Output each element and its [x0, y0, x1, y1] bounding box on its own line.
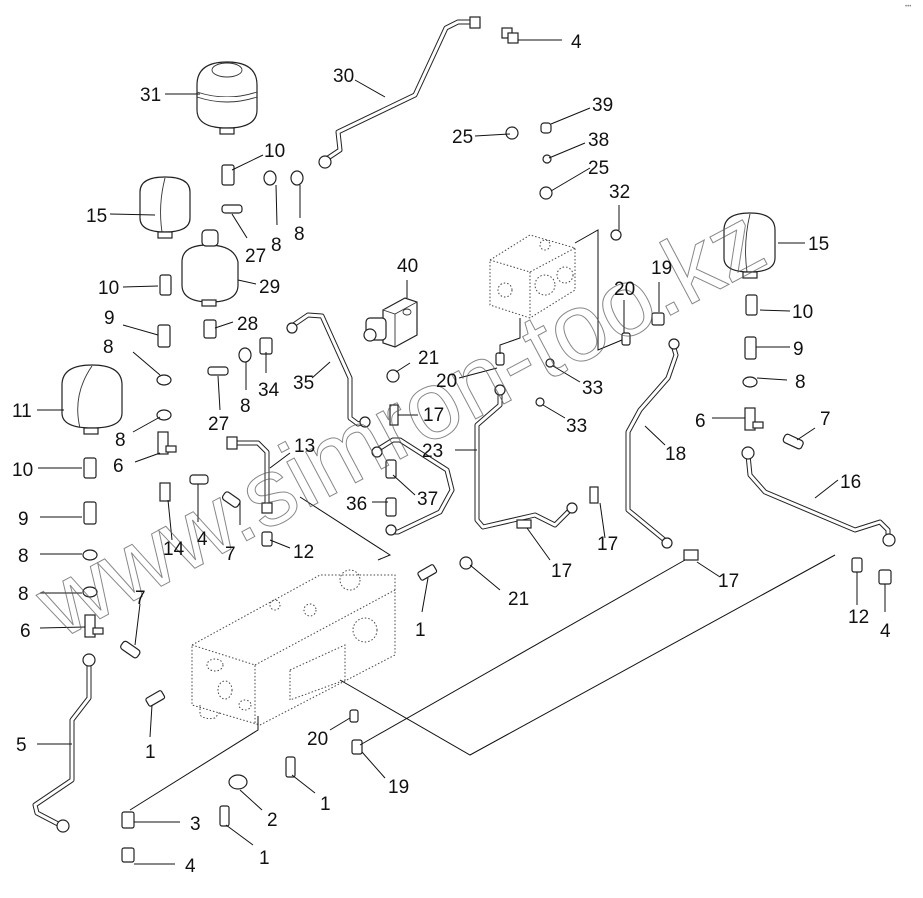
callout-11[interactable]: 11	[12, 401, 32, 422]
callout-1[interactable]: 1	[259, 848, 270, 869]
callout-17[interactable]: 17	[597, 534, 618, 555]
callout-6[interactable]: 6	[20, 621, 31, 642]
callout-37[interactable]: 37	[417, 489, 438, 510]
callout-21[interactable]: 21	[508, 589, 529, 610]
callout-8[interactable]: 8	[240, 396, 251, 417]
callout-7[interactable]: 7	[135, 588, 146, 609]
callout-2[interactable]: 2	[267, 810, 278, 831]
tube-30	[318, 16, 481, 169]
callout-7[interactable]: 7	[225, 544, 236, 565]
callout-19[interactable]: 19	[388, 777, 409, 798]
callout-25[interactable]: 25	[452, 127, 473, 148]
callout-10[interactable]: 10	[264, 141, 285, 162]
callout-12[interactable]: 12	[848, 607, 869, 628]
callout-23[interactable]: 23	[422, 441, 443, 462]
callout-31[interactable]: 31	[140, 85, 161, 106]
tube-13	[226, 436, 273, 514]
callout-28[interactable]: 28	[237, 314, 258, 335]
main-valve-block	[191, 569, 396, 726]
callout-9[interactable]: 9	[793, 339, 804, 360]
callout-labels: 31 30 4 39 25 38 25 32 10 15 27 8 8 15 4…	[12, 32, 891, 877]
callout-16[interactable]: 16	[840, 472, 861, 493]
accumulator-31	[196, 61, 258, 135]
callout-8[interactable]: 8	[294, 224, 305, 245]
solenoid-valve-40	[363, 297, 418, 348]
callout-8[interactable]: 8	[795, 372, 806, 393]
callout-14[interactable]: 14	[163, 539, 185, 560]
accumulator-11	[61, 364, 123, 435]
callout-4[interactable]: 4	[197, 529, 208, 550]
corner-mark: •••	[905, 4, 911, 10]
callout-35[interactable]: 35	[293, 373, 314, 394]
callout-20[interactable]: 20	[614, 279, 635, 300]
callout-9[interactable]: 9	[18, 509, 29, 530]
callout-7[interactable]: 7	[820, 409, 831, 430]
callout-17[interactable]: 17	[718, 571, 739, 592]
callout-10[interactable]: 10	[98, 278, 119, 299]
accumulator-15-right	[723, 212, 776, 279]
callout-4[interactable]: 4	[185, 856, 196, 877]
leader-lines	[37, 39, 886, 865]
callout-17[interactable]: 17	[551, 561, 572, 582]
callout-21[interactable]: 21	[418, 348, 439, 369]
callout-27[interactable]: 27	[208, 414, 229, 435]
callout-12[interactable]: 12	[293, 542, 314, 563]
tube-23	[474, 384, 578, 530]
callout-20[interactable]: 20	[307, 729, 328, 750]
callout-4[interactable]: 4	[571, 32, 582, 53]
callout-39[interactable]: 39	[592, 95, 613, 116]
callout-29[interactable]: 29	[259, 277, 280, 298]
tube-18	[625, 338, 680, 549]
callout-32[interactable]: 32	[609, 182, 630, 203]
callout-36[interactable]: 36	[346, 494, 367, 515]
callout-10[interactable]: 10	[792, 302, 813, 323]
callout-33[interactable]: 33	[582, 378, 603, 399]
tube-5	[32, 653, 96, 833]
accumulator-29	[181, 229, 239, 307]
callout-6[interactable]: 6	[695, 411, 706, 432]
callout-10[interactable]: 10	[12, 460, 33, 481]
callout-5[interactable]: 5	[16, 735, 27, 756]
callout-9[interactable]: 9	[104, 308, 115, 329]
callout-8[interactable]: 8	[103, 337, 114, 358]
callout-17[interactable]: 17	[423, 405, 444, 426]
callout-34[interactable]: 34	[258, 380, 280, 401]
callout-8[interactable]: 8	[18, 546, 29, 567]
callout-19[interactable]: 19	[651, 258, 672, 279]
callout-8[interactable]: 8	[271, 235, 282, 256]
callout-6[interactable]: 6	[113, 456, 124, 477]
callout-33[interactable]: 33	[566, 416, 587, 437]
callout-25[interactable]: 25	[588, 158, 609, 179]
callout-30[interactable]: 30	[333, 66, 354, 87]
tube-35	[286, 312, 371, 428]
callout-3[interactable]: 3	[190, 814, 201, 835]
accumulator-15-left	[139, 176, 191, 239]
callout-8[interactable]: 8	[18, 584, 29, 605]
callout-1[interactable]: 1	[320, 794, 331, 815]
callout-8[interactable]: 8	[115, 430, 126, 451]
callout-18[interactable]: 18	[665, 444, 686, 465]
callout-38[interactable]: 38	[588, 130, 609, 151]
callout-15[interactable]: 15	[86, 206, 107, 227]
small-fittings	[82, 27, 892, 863]
upper-valve-block	[489, 234, 576, 319]
callout-20[interactable]: 20	[436, 371, 457, 392]
callout-15[interactable]: 15	[808, 234, 829, 255]
tube-16	[741, 446, 896, 547]
callout-4[interactable]: 4	[880, 621, 891, 642]
callout-13[interactable]: 13	[294, 436, 315, 457]
callout-1[interactable]: 1	[145, 742, 156, 763]
callout-27[interactable]: 27	[245, 246, 266, 267]
tube-23-left	[371, 437, 455, 536]
callout-1[interactable]: 1	[415, 620, 426, 641]
callout-40[interactable]: 40	[397, 256, 418, 277]
